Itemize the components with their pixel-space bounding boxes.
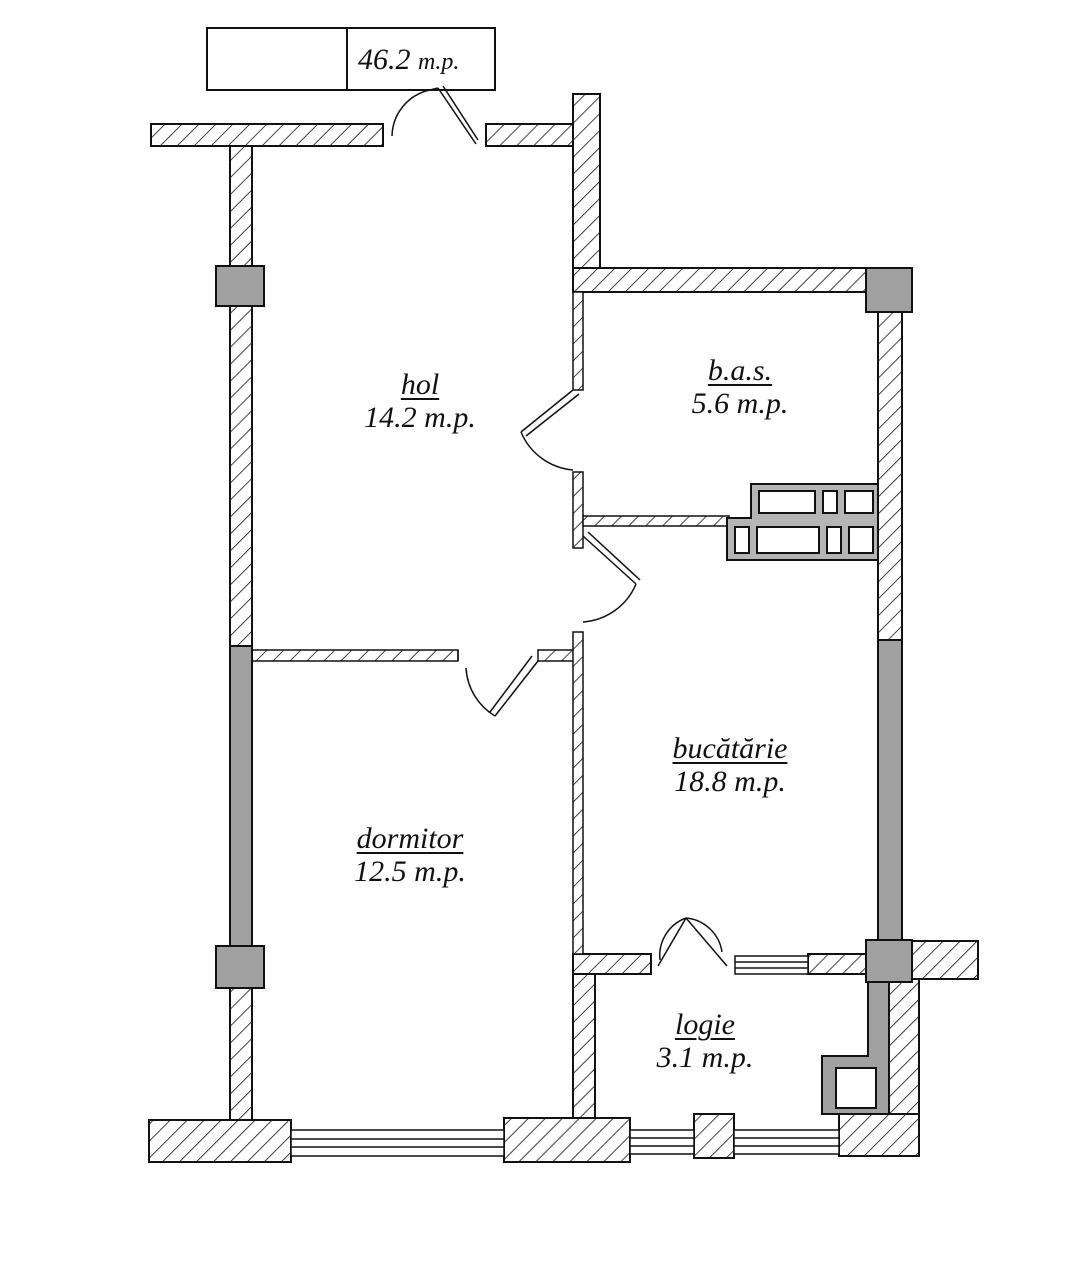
wall-bottom-middle [503, 1117, 631, 1163]
window-bucatarie-logie [734, 955, 809, 975]
door-logie [650, 917, 728, 974]
total-area-divider [346, 29, 348, 89]
room-name-bucatarie: bucătărie [672, 732, 788, 765]
total-area-box: 46.2 m.p. [206, 27, 496, 91]
room-area-bucatarie: 18.8 m.p. [674, 765, 786, 798]
wall-bas-top [572, 267, 874, 293]
doors [382, 85, 728, 974]
partition-hol-dormitor [251, 649, 459, 662]
room-label-hol: hol 14.2 m.p. [330, 368, 510, 434]
glass-wall-right [877, 639, 903, 943]
wall-right-logie [888, 977, 920, 1115]
partition-hol-bas-upper [572, 291, 584, 391]
door-dormitor [457, 650, 539, 717]
room-label-bucatarie: bucătărie 18.8 m.p. [630, 732, 830, 798]
room-label-dormitor: dormitor 12.5 m.p. [310, 822, 510, 888]
window-logie-right [733, 1129, 840, 1155]
wall-left-upper-1 [229, 145, 253, 267]
door-bas [520, 389, 580, 471]
room-name-logie: logie [675, 1008, 735, 1041]
column-right-lower [865, 939, 913, 983]
room-area-dormitor: 12.5 m.p. [354, 855, 466, 888]
room-name-hol: hol [400, 368, 440, 401]
windows [290, 955, 840, 1157]
wall-balcony-right [911, 940, 979, 980]
columns [215, 265, 913, 989]
column-right-upper [865, 267, 913, 313]
total-area-value: 46.2 [358, 43, 411, 76]
partition-dormitor-bucatarie [572, 631, 584, 955]
door-entrance [382, 85, 479, 146]
room-label-bas: b.a.s. 5.6 m.p. [650, 354, 830, 420]
room-label-logie: logie 3.1 m.p. [625, 1008, 785, 1074]
wall-left-upper-2 [229, 305, 253, 647]
wall-top-left [150, 123, 384, 147]
total-area-unit: m.p. [418, 49, 460, 75]
wall-logie-top-left [572, 953, 652, 975]
wall-top-right [485, 123, 577, 147]
wall-left-lower [229, 987, 253, 1123]
glass-wall-left [229, 645, 253, 947]
column-left-lower [215, 945, 265, 989]
window-logie-left [629, 1129, 695, 1155]
window-dormitor [290, 1129, 505, 1157]
total-area-label: 46.2 m.p. [358, 43, 459, 77]
door-bucatarie [582, 531, 641, 623]
room-area-logie: 3.1 m.p. [656, 1041, 754, 1074]
room-name-bas: b.a.s. [707, 354, 773, 387]
wall-right-upper [877, 309, 903, 641]
wall-bottom-left [148, 1119, 292, 1163]
partition-hol-dormitor-stub [537, 649, 575, 662]
wall-bottom-right [838, 1111, 920, 1157]
column-left-upper [215, 265, 265, 307]
wall-logie-left [572, 953, 596, 1119]
wall-bottom-pier [693, 1113, 735, 1159]
wall-hol-right-upper [572, 93, 601, 271]
room-area-hol: 14.2 m.p. [364, 401, 476, 434]
room-area-bas: 5.6 m.p. [691, 387, 789, 420]
ventilation-shaft [726, 483, 879, 561]
partition-hol-bas-lower [572, 471, 584, 549]
wall-logie-top-right [807, 953, 867, 975]
room-name-dormitor: dormitor [356, 822, 464, 855]
logie-shaft [821, 981, 890, 1115]
partition-bas-bucatarie [582, 515, 730, 527]
walls [148, 93, 979, 1163]
